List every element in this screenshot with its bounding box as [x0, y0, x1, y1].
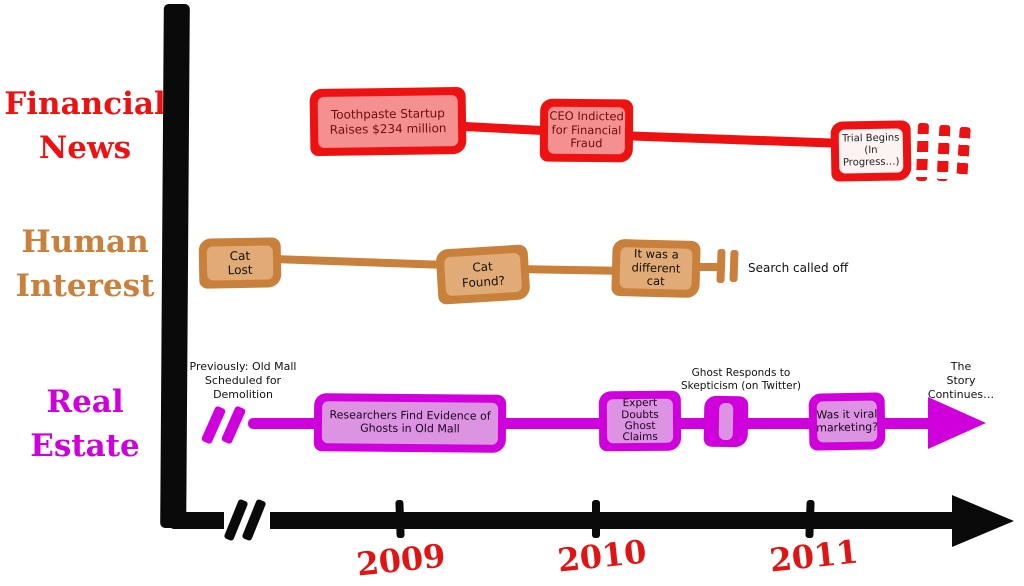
tick-2009 [395, 499, 405, 539]
real-twitter-note: Ghost Responds to Skepticism (on Twitter… [680, 367, 802, 393]
real-event-twitter-inner [718, 402, 734, 441]
real-timeline-line [248, 418, 940, 429]
real-event-expert-doubts-text: Expert Doubts Ghost Claims [606, 397, 674, 443]
human-end-marker-icon [729, 249, 739, 283]
real-previously-note: Previously: Old Mall Scheduled for Demol… [189, 360, 297, 401]
real-continue-note: The Story Continues… [927, 360, 995, 401]
x-axis-line [170, 512, 962, 529]
financial-event-toothpaste-box: Toothpaste Startup Raises $234 million [309, 86, 467, 157]
human-event-cat-lost-box: Cat Lost [198, 237, 282, 289]
financial-event-toothpaste-text: Toothpaste Startup Raises $234 million [317, 95, 459, 148]
row-label-human-interest: Human Interest [15, 224, 155, 305]
financial-event-trial-begins-text: Trial Begins (In Progress…) [838, 128, 904, 174]
financial-event-ceo-indicted-box: CEO Indicted for Financial Fraud [539, 98, 634, 163]
y-axis-line [160, 3, 190, 529]
financial-event-ceo-indicted-text: CEO Indicted for Financial Fraud [547, 106, 626, 155]
human-connector [275, 255, 445, 269]
financial-dashed-continuation-icon [956, 126, 971, 180]
human-end-note: Search called off [748, 261, 849, 275]
tick-2011 [805, 499, 815, 539]
human-event-different-cat-box: It was a different cat [611, 238, 701, 299]
x-axis-arrowhead-icon [952, 495, 1014, 547]
human-connector [696, 263, 720, 271]
real-event-viral-marketing-text: Was it viral marketing? [816, 400, 878, 443]
tick-2010 [592, 500, 600, 538]
human-event-cat-found-box: Cat Found? [435, 244, 531, 305]
human-event-cat-lost-text: Cat Lost [206, 245, 274, 281]
year-label-2011: 2011 [767, 532, 861, 580]
financial-connector [457, 121, 551, 136]
human-event-different-cat-text: It was a different cat [619, 247, 693, 290]
real-event-ghost-evidence-box: Researchers Find Evidence of Ghosts in O… [313, 393, 507, 453]
financial-connector [627, 131, 837, 148]
real-event-expert-doubts-box: Expert Doubts Ghost Claims [598, 390, 682, 452]
row-label-real-estate: Real Estate [30, 384, 140, 465]
human-end-marker-icon [716, 248, 726, 284]
real-event-twitter-box [703, 395, 749, 448]
real-event-viral-marketing-box: Was it viral marketing? [808, 392, 886, 451]
human-connector [523, 265, 621, 275]
row-label-financial-news: Financial News [4, 86, 166, 167]
real-event-ghost-evidence-text: Researchers Find Evidence of Ghosts in O… [321, 401, 499, 445]
year-label-2010: 2010 [555, 532, 649, 580]
financial-event-trial-begins-box: Trial Begins (In Progress…) [830, 120, 912, 182]
year-label-2009: 2009 [354, 536, 448, 584]
financial-dashed-continuation-icon [915, 122, 930, 182]
real-story-arrowhead-icon [928, 397, 986, 449]
human-event-cat-found-text: Cat Found? [443, 252, 523, 297]
financial-dashed-continuation-icon [936, 124, 951, 182]
